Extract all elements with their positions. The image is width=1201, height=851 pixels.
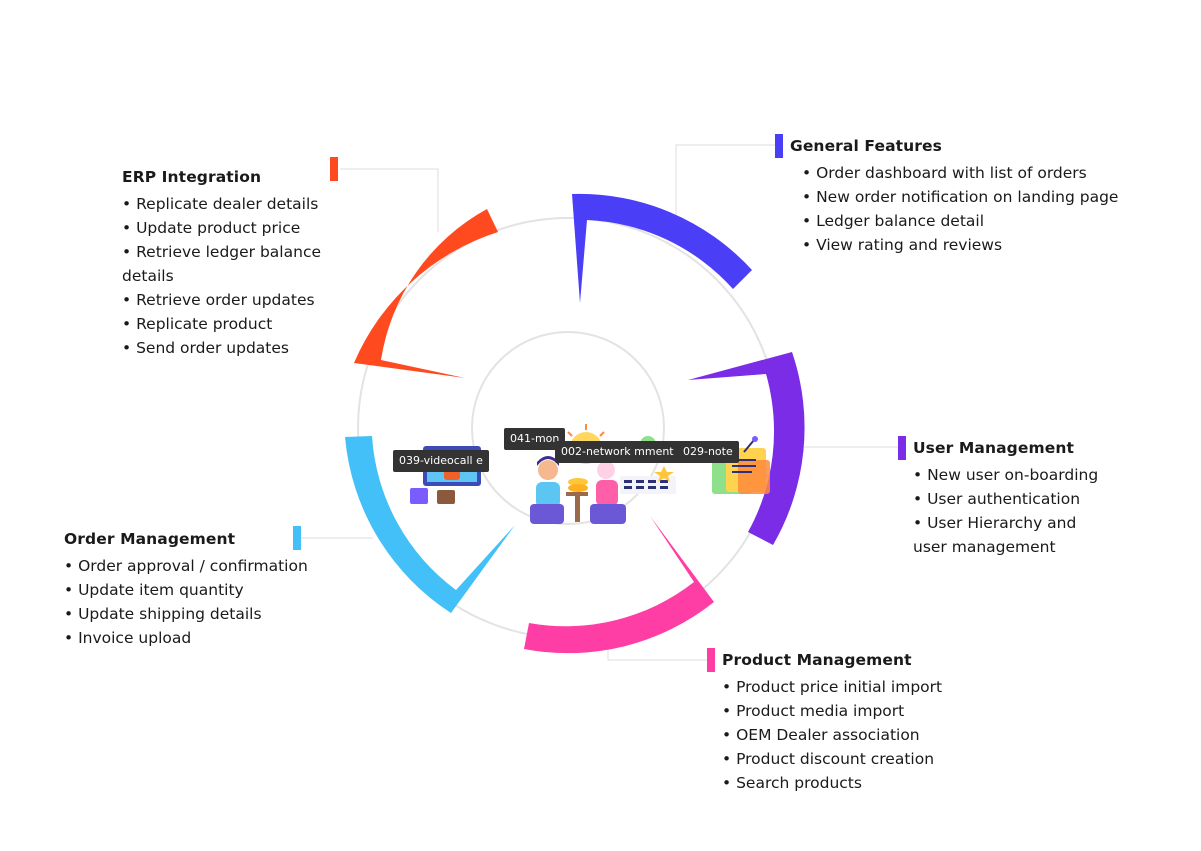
list-item: Product media import (722, 699, 1022, 723)
section-title: Order Management (64, 530, 236, 548)
tooltip-videocall: 039-videocall e (393, 450, 489, 472)
marker-order-management (293, 526, 301, 550)
section-product-management: Product Management Product price initial… (722, 649, 1022, 795)
list-item: User authentication (913, 487, 1113, 511)
segment-erp-integration (354, 209, 498, 378)
section-general-features: General Features Order dashboard with li… (790, 135, 1190, 257)
marker-general-features (775, 134, 783, 158)
segment-product-management (524, 516, 714, 654)
meeting-illustration (530, 424, 676, 524)
list-item: Update item quantity (64, 578, 354, 602)
list-item: New user on-boarding (913, 463, 1113, 487)
marker-product-management (707, 648, 715, 672)
feature-list: New user on-boarding User authentication… (913, 463, 1113, 559)
section-title: General Features (790, 137, 942, 155)
section-erp-integration: ERP Integration Replicate dealer details… (122, 166, 344, 360)
list-item: Replicate product (122, 312, 344, 336)
list-item: Product price initial import (722, 675, 1022, 699)
list-item: Update shipping details (64, 602, 354, 626)
tooltip-note: 029-note (677, 441, 739, 463)
list-item: Retrieve order updates (122, 288, 344, 312)
section-title: ERP Integration (122, 168, 262, 186)
list-item: View rating and reviews (802, 233, 1190, 257)
list-item: Order dashboard with list of orders (802, 161, 1190, 185)
marker-erp-integration (330, 157, 338, 181)
segment-user-management (688, 352, 805, 545)
list-item: Send order updates (122, 336, 344, 360)
list-item: Update product price (122, 216, 344, 240)
list-item: Ledger balance detail (802, 209, 1190, 233)
feature-list: Order dashboard with list of orders New … (790, 161, 1190, 257)
section-title: User Management (913, 439, 1074, 457)
note-icon (712, 436, 770, 494)
segment-order-management (345, 436, 515, 613)
feature-list: Product price initial import Product med… (722, 675, 1022, 795)
list-item: User Hierarchy and user management (913, 511, 1113, 559)
section-user-management: User Management New user on-boarding Use… (913, 437, 1113, 559)
list-item: Product discount creation (722, 747, 1022, 771)
list-item: Order approval / confirmation (64, 554, 354, 578)
list-item: Retrieve ledger balance details (122, 240, 344, 288)
marker-user-management (898, 436, 906, 460)
list-item: OEM Dealer association (722, 723, 1022, 747)
connector-lines (297, 144, 902, 661)
list-item: Invoice upload (64, 626, 354, 650)
feature-list: Replicate dealer details Update product … (122, 192, 344, 360)
inner-ring (471, 331, 665, 525)
list-item: Search products (722, 771, 1022, 795)
section-order-management: Order Management Order approval / confir… (64, 528, 354, 650)
section-title: Product Management (722, 651, 912, 669)
tooltip-network: 002-network mment (555, 441, 680, 463)
list-item: Replicate dealer details (122, 192, 344, 216)
list-item: New order notification on landing page (802, 185, 1190, 209)
feature-list: Order approval / confirmation Update ite… (64, 554, 354, 650)
segment-general-features (572, 193, 752, 303)
tooltip-money: 041-mon (504, 428, 566, 450)
